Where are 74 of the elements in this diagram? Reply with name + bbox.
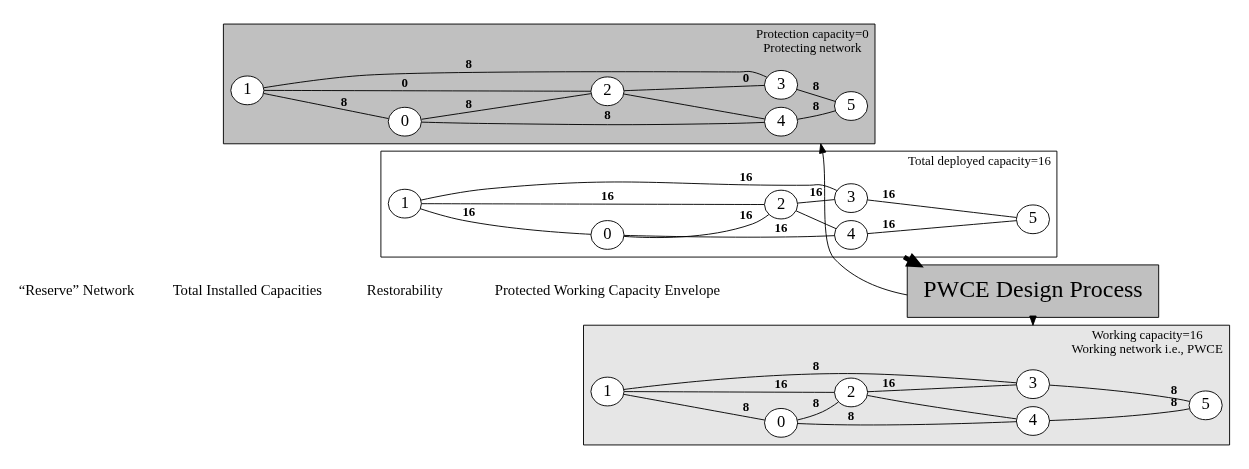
connector	[795, 210, 837, 230]
edge-label: 8	[812, 98, 820, 113]
connector	[797, 421, 1017, 426]
connector	[623, 391, 835, 393]
node-ellipse: 0	[590, 220, 625, 250]
node-ellipse: 4	[764, 106, 799, 137]
edge-label: 16	[739, 208, 753, 223]
connector	[421, 93, 592, 120]
edge-label: 16	[462, 204, 476, 219]
connector	[421, 203, 765, 205]
edge-label: 8	[465, 57, 473, 72]
edge-label: 8	[812, 396, 820, 411]
connector	[420, 208, 592, 235]
connector	[797, 199, 835, 204]
label: Total Installed Capacities	[172, 281, 323, 298]
connector	[623, 93, 766, 120]
connector	[263, 70, 768, 89]
edge-label: 8	[812, 358, 820, 373]
edge-label: 16	[882, 187, 896, 202]
connector	[623, 84, 765, 92]
node-ellipse: 0	[764, 408, 799, 438]
edge-label: 16	[739, 169, 753, 184]
edge-label: 8	[1170, 383, 1178, 398]
node-ellipse: 1	[387, 188, 422, 219]
connector	[623, 234, 835, 238]
edge-label: 16	[774, 221, 788, 236]
node-ellipse: 1	[590, 376, 625, 407]
connector	[421, 121, 765, 126]
edge-label: 16	[809, 185, 823, 200]
connector	[623, 373, 1017, 390]
node-ellipse: 2	[764, 189, 799, 220]
edge-label: 16	[601, 189, 614, 204]
node-ellipse: 1	[230, 75, 265, 106]
edge-label: 8	[340, 95, 348, 110]
edge-label: 0	[742, 71, 750, 86]
edge-label: 16	[882, 376, 896, 391]
node-ellipse: 0	[387, 106, 422, 137]
edge-label: 16	[882, 216, 896, 231]
arrow	[819, 143, 908, 296]
node-ellipse: 4	[1015, 406, 1050, 436]
connector	[623, 393, 766, 421]
edge-label: 8	[1170, 395, 1178, 410]
label: Protected Working Capacity Envelope	[494, 281, 721, 298]
connector	[263, 93, 389, 120]
label: “Reserve” Network	[18, 281, 135, 298]
edge-label: 8	[465, 97, 473, 112]
connector	[263, 89, 592, 92]
connector	[867, 384, 1017, 393]
edge-label: 16	[774, 377, 788, 392]
connector	[797, 401, 839, 421]
edge-label: 8	[812, 78, 820, 93]
node-ellipse: 2	[834, 377, 869, 408]
node-ellipse: 2	[590, 76, 625, 107]
node-ellipse: 3	[834, 183, 869, 213]
connector	[420, 181, 838, 201]
connector	[867, 220, 1017, 235]
label: Restorability	[366, 281, 443, 298]
connector	[867, 199, 1017, 218]
node-ellipse: 3	[1015, 369, 1050, 399]
node-ellipse: 5	[1188, 390, 1223, 421]
connector	[623, 214, 770, 238]
connector	[797, 110, 836, 120]
node-ellipse: 5	[834, 91, 869, 121]
connector	[1049, 408, 1190, 421]
node-ellipse: 3	[764, 70, 799, 100]
edge-label: 8	[847, 409, 855, 424]
edge-label: 8	[604, 108, 611, 123]
connector	[867, 395, 1017, 420]
edge-label: 8	[742, 400, 750, 415]
connector	[1049, 384, 1191, 402]
node-ellipse: 4	[834, 220, 869, 250]
edge-label: 0	[401, 75, 409, 90]
node-ellipse: 5	[1015, 204, 1050, 235]
connector	[796, 88, 836, 102]
